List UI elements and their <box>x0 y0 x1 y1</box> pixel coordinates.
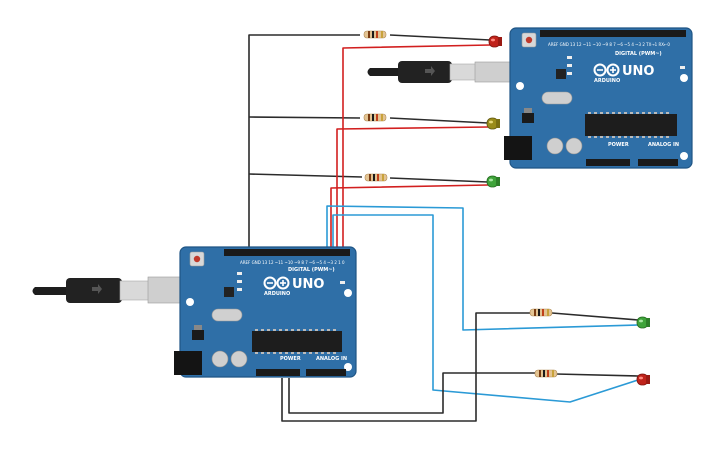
pin-labels: AREF GND 13 12 ~11 ~10 ~9 8 7 ~6 ~5 4 ~3… <box>240 260 345 265</box>
resistor-4[interactable] <box>529 308 553 317</box>
wire-black-r5-led[interactable] <box>555 373 639 377</box>
wire-black-bottom-1[interactable] <box>281 312 530 422</box>
wire-black-r3-led[interactable] <box>389 177 489 183</box>
wire-black-bottom-2[interactable] <box>288 372 535 414</box>
wire-black-r1-led[interactable] <box>389 34 491 41</box>
leds <box>486 35 650 386</box>
analog-header <box>306 369 346 376</box>
capacitor-1 <box>211 350 229 368</box>
capacitor-2 <box>565 137 583 155</box>
led-green-top[interactable] <box>486 175 500 188</box>
wire-blue-2[interactable] <box>332 214 639 403</box>
board-brand: ARDUINO <box>264 291 290 297</box>
microcontroller-chip <box>585 114 677 136</box>
arduino-board-top[interactable]: AREF GND 13 12 ~11 ~10 ~9 8 7 ~6 ~5 4 ~3… <box>367 27 693 169</box>
board-brand: ARDUINO <box>594 78 620 84</box>
wire-black-top-3[interactable] <box>248 173 363 178</box>
digital-header <box>540 30 686 37</box>
board-model: UNO <box>292 277 325 292</box>
wire-blue-1[interactable] <box>326 205 639 331</box>
wire-black-r4-led[interactable] <box>551 312 639 321</box>
led-green-right[interactable] <box>636 316 650 329</box>
digital-label: DIGITAL (PWM~) <box>615 51 662 57</box>
usb-chip <box>224 287 234 297</box>
power-header <box>256 369 300 376</box>
crystal <box>541 91 573 105</box>
usb-cable-top[interactable] <box>367 61 511 83</box>
power-header <box>586 159 630 166</box>
resistor-1[interactable] <box>363 30 387 39</box>
usb-chip <box>556 69 566 79</box>
wire-red-2[interactable] <box>336 126 489 252</box>
power-jack[interactable] <box>174 351 202 375</box>
resistor-3[interactable] <box>364 173 388 182</box>
arduino-logo-icon <box>593 63 620 77</box>
capacitor-2 <box>230 350 248 368</box>
wire-black-top-2[interactable] <box>248 116 361 119</box>
analog-label: ANALOG IN <box>648 142 679 148</box>
led-red-right[interactable] <box>636 373 650 386</box>
resistor-5[interactable] <box>534 369 558 378</box>
crystal <box>211 308 243 322</box>
analog-header <box>638 159 678 166</box>
led-red-top[interactable] <box>488 35 502 48</box>
capacitor-1 <box>546 137 564 155</box>
digital-header <box>224 249 350 256</box>
resistors <box>363 30 558 378</box>
arduino-logo-icon <box>263 276 290 290</box>
arduino-board-bottom[interactable]: AREF GND 13 12 ~11 ~10 ~9 8 7 ~6 ~5 4 ~3… <box>32 246 357 378</box>
pin-labels: AREF GND 13 12 ~11 ~10 ~9 8 7 ~6 ~5 4 ~3… <box>548 42 670 47</box>
led-yellow-top[interactable] <box>486 117 500 130</box>
wire-black-top-1[interactable] <box>248 34 360 248</box>
wire-red-1[interactable] <box>342 44 491 252</box>
microcontroller-chip <box>252 331 342 352</box>
power-label: POWER <box>608 142 629 148</box>
board-model: UNO <box>622 64 655 79</box>
power-label: POWER <box>280 356 301 362</box>
wires <box>248 34 639 422</box>
power-jack[interactable] <box>504 136 532 160</box>
usb-cable-bottom[interactable] <box>32 276 181 304</box>
wire-red-3[interactable] <box>330 184 489 252</box>
analog-label: ANALOG IN <box>316 356 347 362</box>
resistor-2[interactable] <box>363 113 387 122</box>
wire-black-r2-led[interactable] <box>389 117 489 124</box>
digital-label: DIGITAL (PWM~) <box>288 267 335 273</box>
